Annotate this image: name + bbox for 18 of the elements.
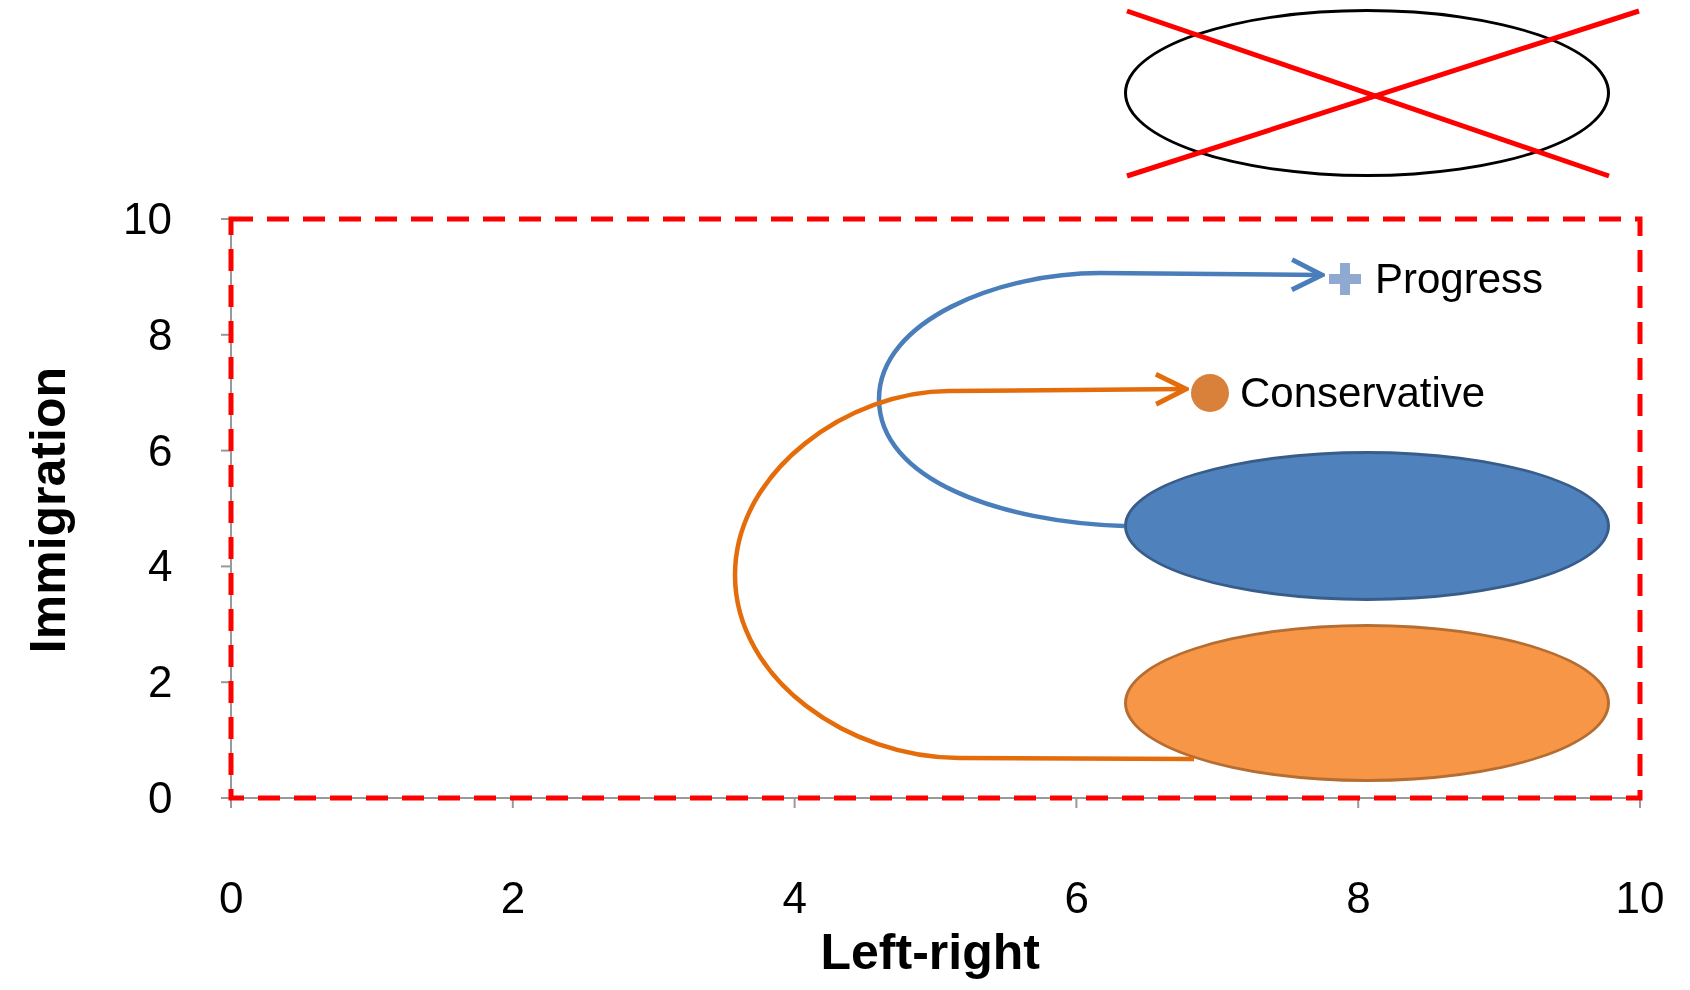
tick-label: 6	[1064, 876, 1089, 920]
tick-label: 6	[148, 428, 173, 473]
tick-label: 8	[148, 312, 173, 357]
point-label: Progress	[1375, 258, 1544, 300]
tick-label: 0	[219, 876, 244, 920]
tick-label: 2	[500, 876, 526, 920]
arrow	[732, 371, 1194, 762]
arrow	[876, 257, 1325, 529]
tick-label: 10	[1615, 876, 1665, 920]
tick-label: 4	[782, 876, 808, 920]
tick-label: 10	[123, 197, 172, 241]
axis-title: Left-right	[820, 927, 1040, 977]
tick-label: 2	[148, 660, 173, 705]
tick-label: 4	[148, 544, 173, 589]
point-label: Conservative	[1240, 372, 1486, 414]
tick-label: 8	[1346, 876, 1371, 920]
axis-title: Immigration	[23, 367, 73, 654]
tick-label: 0	[148, 776, 173, 820]
